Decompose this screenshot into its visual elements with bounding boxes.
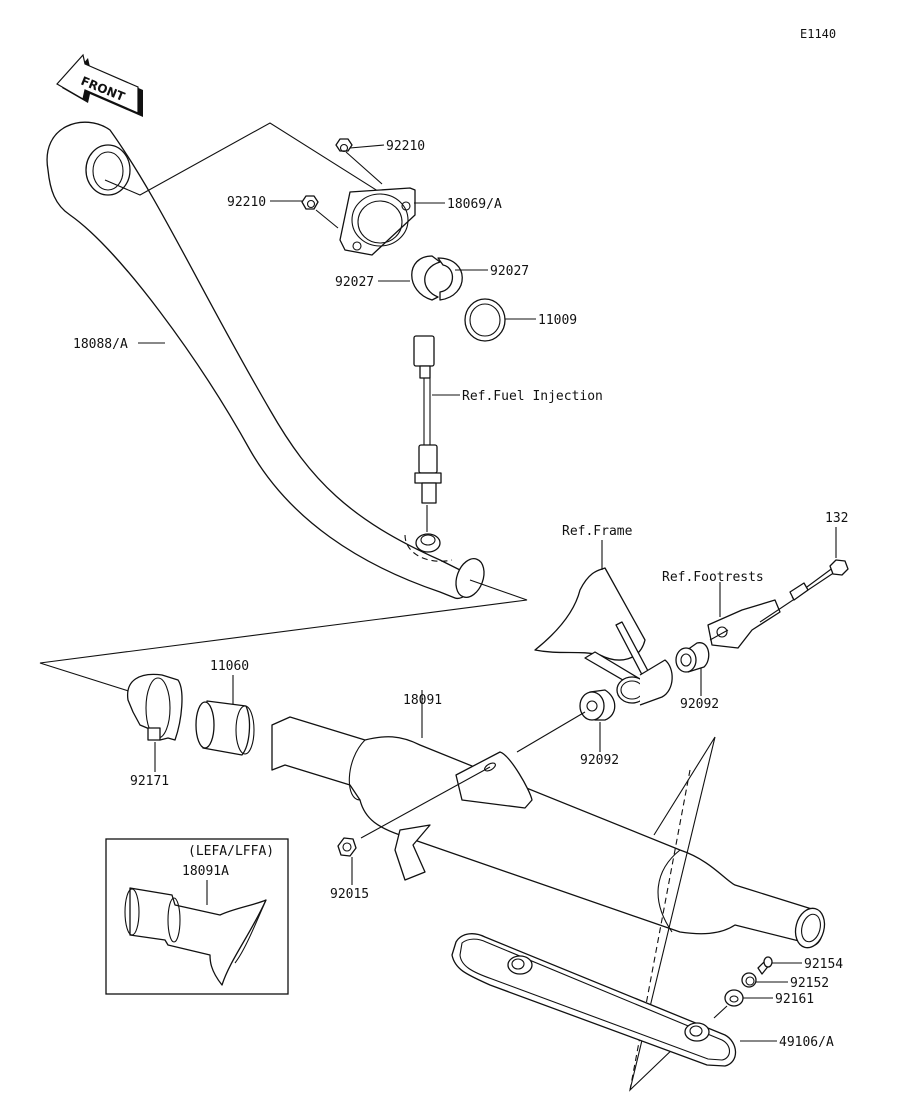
label-92154: 92154 (804, 957, 843, 972)
label-49106: 49106/A (779, 1035, 834, 1050)
label-92152: 92152 (790, 976, 829, 991)
label-92171: 92171 (130, 774, 169, 789)
label-92027-right: 92027 (490, 264, 529, 279)
label-92027-left: 92027 (335, 275, 374, 290)
bushing-92092-left[interactable]: 92092 (516, 689, 619, 768)
muffler-18091[interactable]: 18091 (271, 690, 829, 1091)
nut-92015[interactable]: 92015 (330, 766, 491, 902)
exhaust-pipe-18088[interactable] (46, 121, 489, 601)
label-132: 132 (825, 511, 848, 526)
variant-inset[interactable]: (LEFA/LFFA) 18091A (105, 838, 289, 995)
label-92161: 92161 (775, 992, 814, 1007)
ref-fuel-injection[interactable]: Ref.Fuel Injection (462, 389, 603, 404)
bolt-92154[interactable]: 92154 (757, 956, 843, 975)
label-92092-left: 92092 (580, 753, 619, 768)
label-11060: 11060 (210, 659, 249, 674)
label-18088: 18088/A (73, 337, 128, 352)
bolt-132[interactable]: 132 (759, 511, 849, 623)
label-92210-left: 92210 (227, 195, 266, 210)
collar-92152[interactable]: 92152 (741, 972, 829, 991)
assembly-line-flange (104, 122, 401, 206)
gasket-11009[interactable]: 11009 (464, 298, 577, 342)
label-18069: 18069/A (447, 197, 502, 212)
ref-footrests[interactable]: Ref.Footrests (662, 570, 764, 585)
clamp-92171[interactable]: 92171 (127, 673, 183, 789)
gasket-11060[interactable]: 11060 (195, 659, 255, 756)
heat-guard-49106[interactable]: 49106/A (451, 933, 834, 1067)
label-92092-right: 92092 (680, 697, 719, 712)
flange-18069[interactable]: 18069/A (339, 187, 502, 256)
nut-92210-left[interactable]: 92210 (227, 195, 339, 229)
footrest-bracket[interactable]: Ref.Footrests (662, 570, 781, 649)
label-18091: 18091 (403, 693, 442, 708)
bushing-92092-right[interactable]: 92092 (675, 642, 719, 712)
ref-frame[interactable]: Ref.Frame (562, 524, 633, 539)
nut-92210-upper[interactable]: 92210 (335, 138, 425, 185)
collar-92027[interactable]: 92027 92027 (335, 255, 529, 301)
front-arrow-icon: FRONT (56, 53, 143, 117)
assembly-line-guard (629, 736, 716, 1092)
frame-bracket[interactable]: Ref.Frame (534, 524, 673, 706)
label-11009: 11009 (538, 313, 577, 328)
label-18091A: 18091A (182, 864, 229, 879)
assembly-line-clamp (39, 579, 528, 694)
label-92015: 92015 (330, 887, 369, 902)
label-92210-upper: 92210 (386, 139, 425, 154)
oxygen-sensor[interactable]: Ref.Fuel Injection (413, 335, 603, 532)
damper-92161[interactable]: 92161 (713, 989, 814, 1019)
diagram-code: E1140 (800, 27, 836, 41)
inset-variant-label: (LEFA/LFFA) (188, 844, 274, 859)
